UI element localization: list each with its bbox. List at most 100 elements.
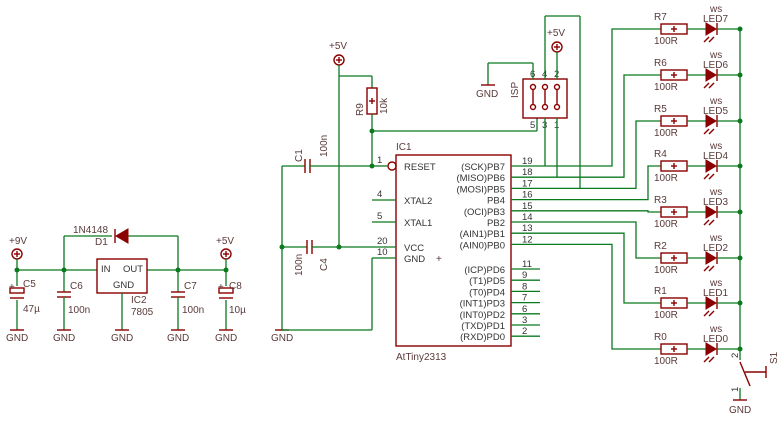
ic1-pin-10-num: 10 [377,247,388,258]
ic1-pin-17-num: 17 [522,178,533,189]
c8-name: C8 [229,281,242,292]
led-outputs: R7100RwsLED7R6100RwsLED6R5100RwsLED5R410… [540,4,743,367]
gnd-label-1: GND [6,333,28,344]
switch-s1: S1 2 1 GND [729,349,780,416]
ic1-pin-6-label: (INT0)PD2 [460,310,505,321]
ic1-pin-14-label: PB2 [487,218,505,229]
gnd-label-7: GND [476,89,498,100]
ic1-pin-9-num: 9 [522,270,527,281]
ic1-pin-3-label: (TXD)PD1 [461,321,505,332]
ic1-pin-17-label: (MOSI)PB5 [456,184,505,195]
ic1-pin-5-num: 5 [377,211,382,222]
led-name: LED1 [703,288,728,299]
s1-name: S1 [769,351,780,364]
ic1-pin-15-label: (OCI)PB3 [464,207,505,218]
resistor-value: 100R [654,219,678,230]
ic1-part: AtTiny2313 [396,352,447,363]
c6-name: C6 [70,281,83,292]
ic1-pin-2-label: (RXD)PD0 [460,332,505,343]
resistor-name: R1 [654,286,667,297]
led-color: ws [709,141,722,152]
ic1-pin-13-num: 13 [522,223,533,234]
resistor-value: 100R [654,128,678,139]
led-route-wire [540,210,661,213]
reset-section: +5V R9 10k C1 100n 100n C4 GND [271,15,581,344]
c4-name: C4 [319,258,330,271]
ic1-pin-20-label: VCC [404,243,424,254]
gnd-label-5: GND [215,333,237,344]
led-route-wire [540,232,661,304]
ic1-pin-3-num: 3 [522,315,527,326]
led-route-wire [540,243,661,350]
ic1-pin-11-num: 11 [522,259,532,270]
led-route-wire [540,165,661,201]
led-name: LED0 [703,334,728,345]
svg-text:+: + [9,282,15,293]
ic1-pin-18-num: 18 [522,167,533,178]
led-name: LED6 [703,60,728,71]
ic2-out: OUT [123,264,143,275]
ic1-pin-14-num: 14 [522,212,533,223]
supply-5v-label-c: +5V [547,28,565,39]
led-icon [705,22,717,36]
led-color: ws [709,4,722,15]
supply-9v-label: +9V [9,236,27,247]
ic1-pin-12-label: (AIN0)PB0 [460,240,505,251]
resistor-name: R2 [654,241,667,252]
mcu-ic1: IC1 AtTiny2313 1RESET4XTAL25XTAL120VCC10… [282,142,540,363]
power-supply: +9V 1N4148 D1 IN OUT GND IC2 7805 + C5 4… [6,225,246,344]
ic1-pin-11-label: (ICP)PD6 [464,265,505,276]
d1-value: 1N4148 [73,225,108,236]
d1-name: D1 [95,237,108,248]
ic1-pin-19-label: (SCK)PB7 [461,162,505,173]
c8-value: 10µ [229,305,246,316]
resistor-value: 100R [654,356,678,367]
ic2-value: 7805 [131,307,154,318]
supply-5v-label-b: +5V [329,41,347,52]
ic1-pin-1-label: RESET [404,162,436,173]
ic1-pin-5-label: XTAL1 [404,218,432,229]
r9-name: R9 [355,103,366,116]
resistor-value: 100R [654,173,678,184]
ic1-pin-20-num: 20 [377,236,388,247]
led-icon [705,251,717,265]
supply-5v-label-a: +5V [216,236,234,247]
c6-value: 100n [68,305,90,316]
led-color: ws [709,96,722,107]
resistor-name: R5 [654,104,667,115]
ic1-pin-13-label: (AIN1)PB1 [460,229,505,240]
ic2-gnd: GND [113,280,134,291]
ic1-pin-16-num: 16 [522,190,533,201]
led-route-wire [540,74,661,178]
isp-pin-5: 5 [530,120,535,131]
c1-name: C1 [294,149,305,162]
led-color: ws [709,278,722,289]
led-name: LED7 [703,14,728,25]
resistor-name: R7 [654,12,667,23]
led-name: LED5 [703,106,728,117]
led-route-wire [540,28,661,167]
resistor-value: 100R [654,310,678,321]
ic1-pin-4-num: 4 [377,189,382,200]
ic1-pin-18-label: (MISO)PB6 [456,173,505,184]
led-name: LED3 [703,197,728,208]
resistor-value: 100R [654,265,678,276]
resistor-name: R4 [654,149,667,160]
resistor-name: R3 [654,195,667,206]
gnd-label-4: GND [167,333,189,344]
c4-value: 100n [294,254,305,276]
led-color: ws [709,50,722,61]
ic2-in: IN [101,264,111,275]
led-route-wire [540,120,661,190]
gnd-label-2: GND [53,333,75,344]
gnd-label-3: GND [111,333,133,344]
c7-name: C7 [184,281,197,292]
ic2-name: IC2 [131,295,147,306]
led-color: ws [709,187,722,198]
s1-pin1: 1 [730,387,741,392]
